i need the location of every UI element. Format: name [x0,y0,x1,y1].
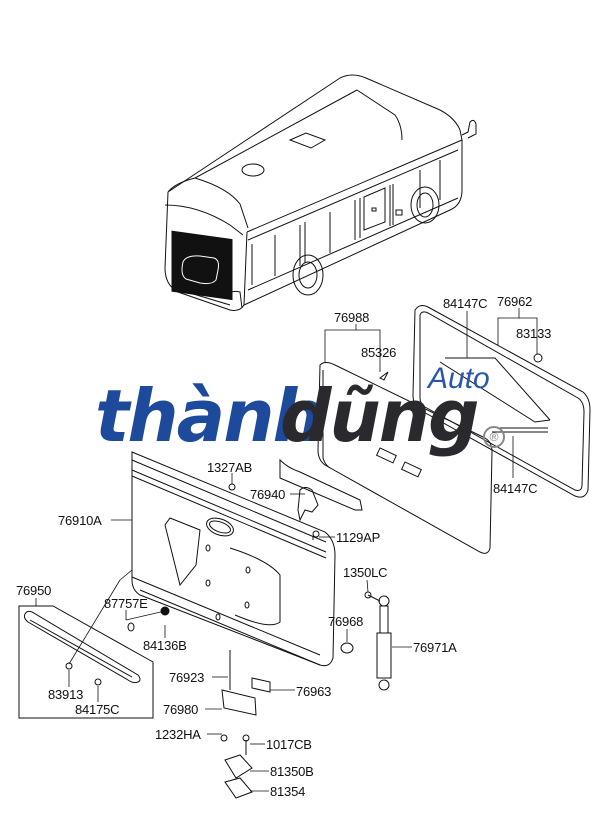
part-label-76980: 76980 [163,702,199,717]
part-label-76923: 76923 [169,670,205,685]
part-label-76963: 76963 [296,684,332,699]
part-label-76910a: 76910A [58,513,102,528]
part-label-76968: 76968 [328,614,364,629]
gas-spring-76971a [367,594,392,691]
high-mount-stop-lamp-76950 [18,605,154,719]
part-label-81354: 81354 [270,784,306,799]
part-label-1017cb: 1017CB [266,737,312,752]
part-label-87757e: 87757E [104,596,148,611]
glass-seal-76962 [412,305,591,498]
part-label-83913: 83913 [48,687,84,702]
door-panel-76910a [131,451,336,667]
part-label-84147c-top: 84147C [443,296,488,311]
part-label-76962: 76962 [497,294,533,309]
part-label-81350b: 81350B [270,764,314,779]
part-label-1350lc: 1350LC [343,565,388,580]
leader-lines [35,308,538,792]
part-label-84147c-bottom: 84147C [493,481,538,496]
part-label-1129ap: 1129AP [336,530,381,545]
small-fasteners [127,353,543,799]
part-label-76940: 76940 [250,487,286,502]
bus-illustration [164,74,477,311]
part-label-76950: 76950 [16,583,52,598]
part-label-76988: 76988 [334,310,370,325]
part-label-83133: 83133 [516,326,552,341]
part-label-85326: 85326 [361,345,397,360]
part-label-1327ab: 1327AB [207,460,253,475]
part-label-76971a: 76971A [413,640,457,655]
part-label-1232ha: 1232HA [155,727,201,742]
part-label-84175c: 84175C [75,702,120,717]
part-label-84136b: 84136B [143,638,187,653]
inner-trim-76988 [279,362,493,554]
